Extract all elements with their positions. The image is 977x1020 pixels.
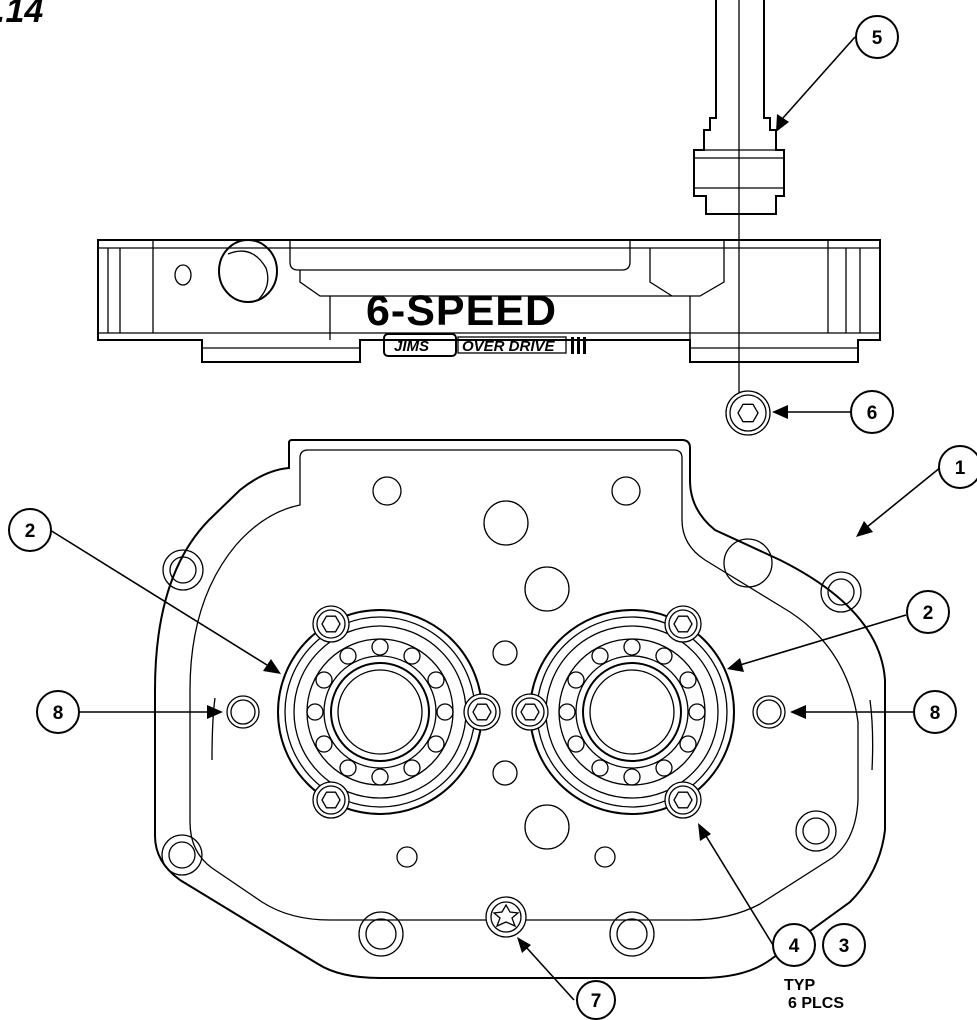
overdrive-logo-text: OVER DRIVE: [462, 338, 556, 355]
svg-text:2: 2: [923, 603, 934, 624]
jims-logo: JIMS OVER DRIVE: [383, 333, 586, 357]
svg-text:1: 1: [955, 458, 966, 479]
svg-text:5: 5: [872, 28, 883, 49]
dowel-pin-icon: [226, 695, 260, 729]
ball-bearing-icon: [529, 609, 735, 815]
callout-6: 6: [850, 390, 894, 434]
callout-1: 1: [938, 445, 977, 489]
hex-socket-bolt-icon: [463, 693, 501, 731]
callout-8-left: 8: [36, 690, 80, 734]
jims-logo-text: JIMS: [394, 338, 429, 355]
note-places: 6 PLCS: [788, 995, 844, 1012]
bearing-plate-front-view: [154, 439, 886, 979]
leader-lines: [49, 36, 942, 1001]
dowel-pin-icon: [752, 695, 786, 729]
svg-text:4: 4: [789, 936, 800, 957]
hex-socket-bolt-icon: [664, 781, 702, 819]
svg-text:7: 7: [591, 991, 602, 1012]
hex-socket-bolt-icon: [664, 605, 702, 643]
figure-number: .14: [0, 0, 43, 30]
housing-brand-text: 6-SPEED: [366, 287, 557, 335]
torx-bolt-icon: [485, 896, 527, 938]
hex-socket-bolt-icon: [312, 781, 350, 819]
svg-text:2: 2: [25, 521, 36, 542]
callout-8-right: 8: [913, 690, 957, 734]
callout-2-right: 2: [906, 590, 950, 634]
svg-text:6: 6: [867, 403, 878, 424]
svg-text:8: 8: [53, 703, 64, 724]
svg-text:3: 3: [839, 936, 850, 957]
hex-plug-part-6: [725, 390, 771, 436]
callout-4: 4: [772, 923, 816, 967]
svg-text:8: 8: [930, 703, 941, 724]
hex-socket-bolt-icon: [511, 693, 549, 731]
callout-7: 7: [576, 980, 616, 1020]
hex-socket-bolt-icon: [312, 605, 350, 643]
fitting-part-5: [693, 0, 785, 418]
callout-3: 3: [822, 923, 866, 967]
housing-side-view: 6-SPEED JIMS OVER DRIVE: [97, 239, 881, 363]
callout-2-left: 2: [8, 508, 52, 552]
ball-bearing-icon: [277, 609, 483, 815]
note-typ: TYP: [784, 977, 815, 994]
callout-5: 5: [855, 15, 899, 59]
